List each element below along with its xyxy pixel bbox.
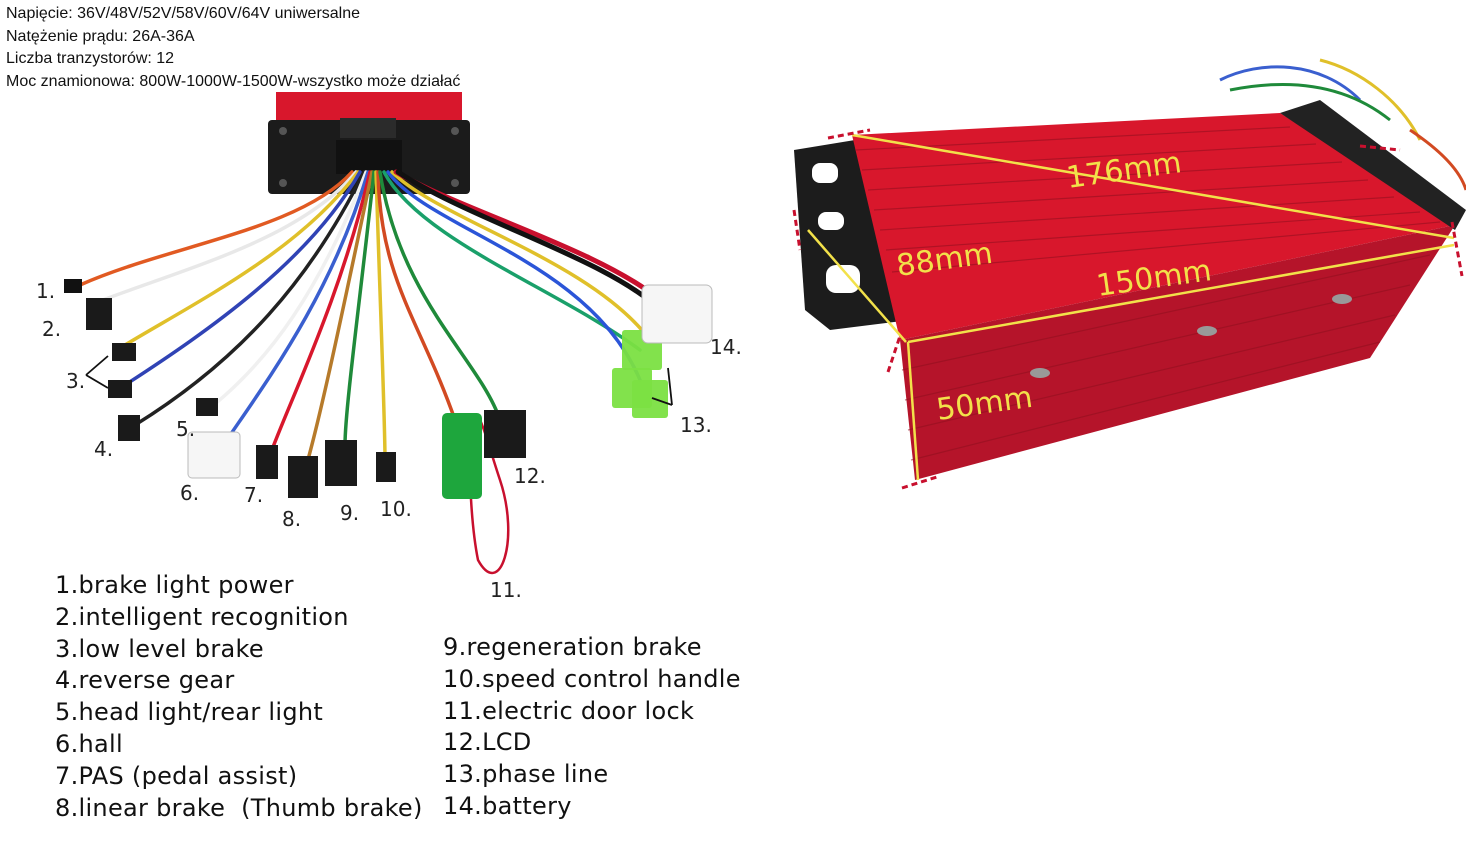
- label-9: 9.: [340, 501, 359, 525]
- legend-item: 13.phase line: [443, 760, 609, 789]
- legend-item: 1.brake light power: [55, 571, 294, 599]
- legend-item: 2.intelligent recognition: [55, 602, 349, 631]
- connector-12: [484, 410, 526, 458]
- legend-item: 10.speed control handle: [443, 664, 741, 693]
- housing-top: [852, 113, 1455, 340]
- connector-10: [376, 452, 396, 482]
- label-10: 10.: [380, 497, 412, 521]
- wiring-diagram: 1. 2. 3. 4. 5. 6. 7. 8. 9. 10. 11. 12. 1…: [36, 92, 742, 600]
- legend-item: 14.battery: [443, 791, 572, 820]
- legend-item: 4.reverse gear: [55, 666, 235, 695]
- connector-3a: [112, 343, 136, 361]
- connector-7: [256, 445, 278, 479]
- label-8: 8.: [282, 507, 301, 531]
- label-1: 1.: [36, 279, 55, 303]
- label-7: 7.: [244, 483, 263, 507]
- label-13: 13.: [680, 413, 712, 437]
- mounting-bracket: [794, 140, 910, 330]
- connector-1: [64, 279, 82, 293]
- end-plate: [1280, 100, 1466, 230]
- label-12: 12.: [514, 464, 546, 488]
- pointer-arrows: [85, 355, 673, 406]
- connector-4: [118, 415, 140, 441]
- wire-bundle: [78, 169, 663, 575]
- legend-item: 11.electric door lock: [443, 696, 695, 725]
- label-4: 4.: [94, 437, 113, 461]
- controller-housing: [268, 92, 470, 194]
- dimension-drawing: 176mm 88mm 150mm 50mm: [792, 58, 1466, 490]
- legend-item: 5.head light/rear light: [55, 698, 324, 727]
- connector-9: [325, 440, 357, 486]
- legend-left: 1.brake light power 2.intelligent recogn…: [55, 570, 423, 824]
- connectors: [64, 279, 713, 499]
- housing-front: [900, 225, 1455, 480]
- dimension-end-markers: [792, 128, 1464, 490]
- screws: [1030, 294, 1352, 378]
- spec-list: Napięcie: 36V/48V/52V/58V/60V/64V uniwer…: [6, 3, 460, 93]
- legend-item: 12.LCD: [443, 728, 532, 757]
- label-11: 11.: [490, 578, 522, 600]
- spec-voltage: Napięcie: 36V/48V/52V/58V/60V/64V uniwer…: [6, 5, 361, 22]
- legend-item: 7.PAS (pedal assist): [55, 761, 298, 790]
- label-6: 6.: [180, 481, 199, 505]
- connector-11: [442, 413, 482, 499]
- label-5: 5.: [176, 417, 195, 441]
- label-2: 2.: [42, 317, 61, 341]
- connector-8: [288, 456, 318, 498]
- connector-labels: 1. 2. 3. 4. 5. 6. 7. 8. 9. 10. 11. 12. 1…: [36, 279, 742, 600]
- spec-transistors: Liczba tranzystorów: 12: [6, 50, 175, 67]
- connector-6: [187, 431, 241, 479]
- spec-rated-power: Moc znamionowa: 800W-1000W-1500W-wszystk…: [6, 72, 461, 90]
- legend-right: 9.regeneration brake 10.speed control ha…: [443, 632, 741, 823]
- heat-fins: [855, 126, 1441, 461]
- legend-item: 6.hall: [55, 729, 123, 758]
- connector-5: [196, 398, 218, 416]
- label-3: 3.: [66, 369, 85, 393]
- spec-current: Natężenie prądu: 26A-36A: [6, 27, 195, 45]
- legend-item: 3.low level brake: [55, 634, 264, 663]
- end-wires: [1219, 58, 1466, 191]
- legend-item: 9.regeneration brake: [443, 633, 702, 661]
- connector-2: [86, 298, 112, 330]
- connector-14: [641, 284, 713, 344]
- connector-3b: [108, 380, 132, 398]
- legend-item: 8.linear brake (Thumb brake): [55, 793, 423, 822]
- label-14: 14.: [710, 335, 742, 359]
- dimension-lines: [807, 133, 1455, 481]
- connector-13c: [632, 380, 668, 418]
